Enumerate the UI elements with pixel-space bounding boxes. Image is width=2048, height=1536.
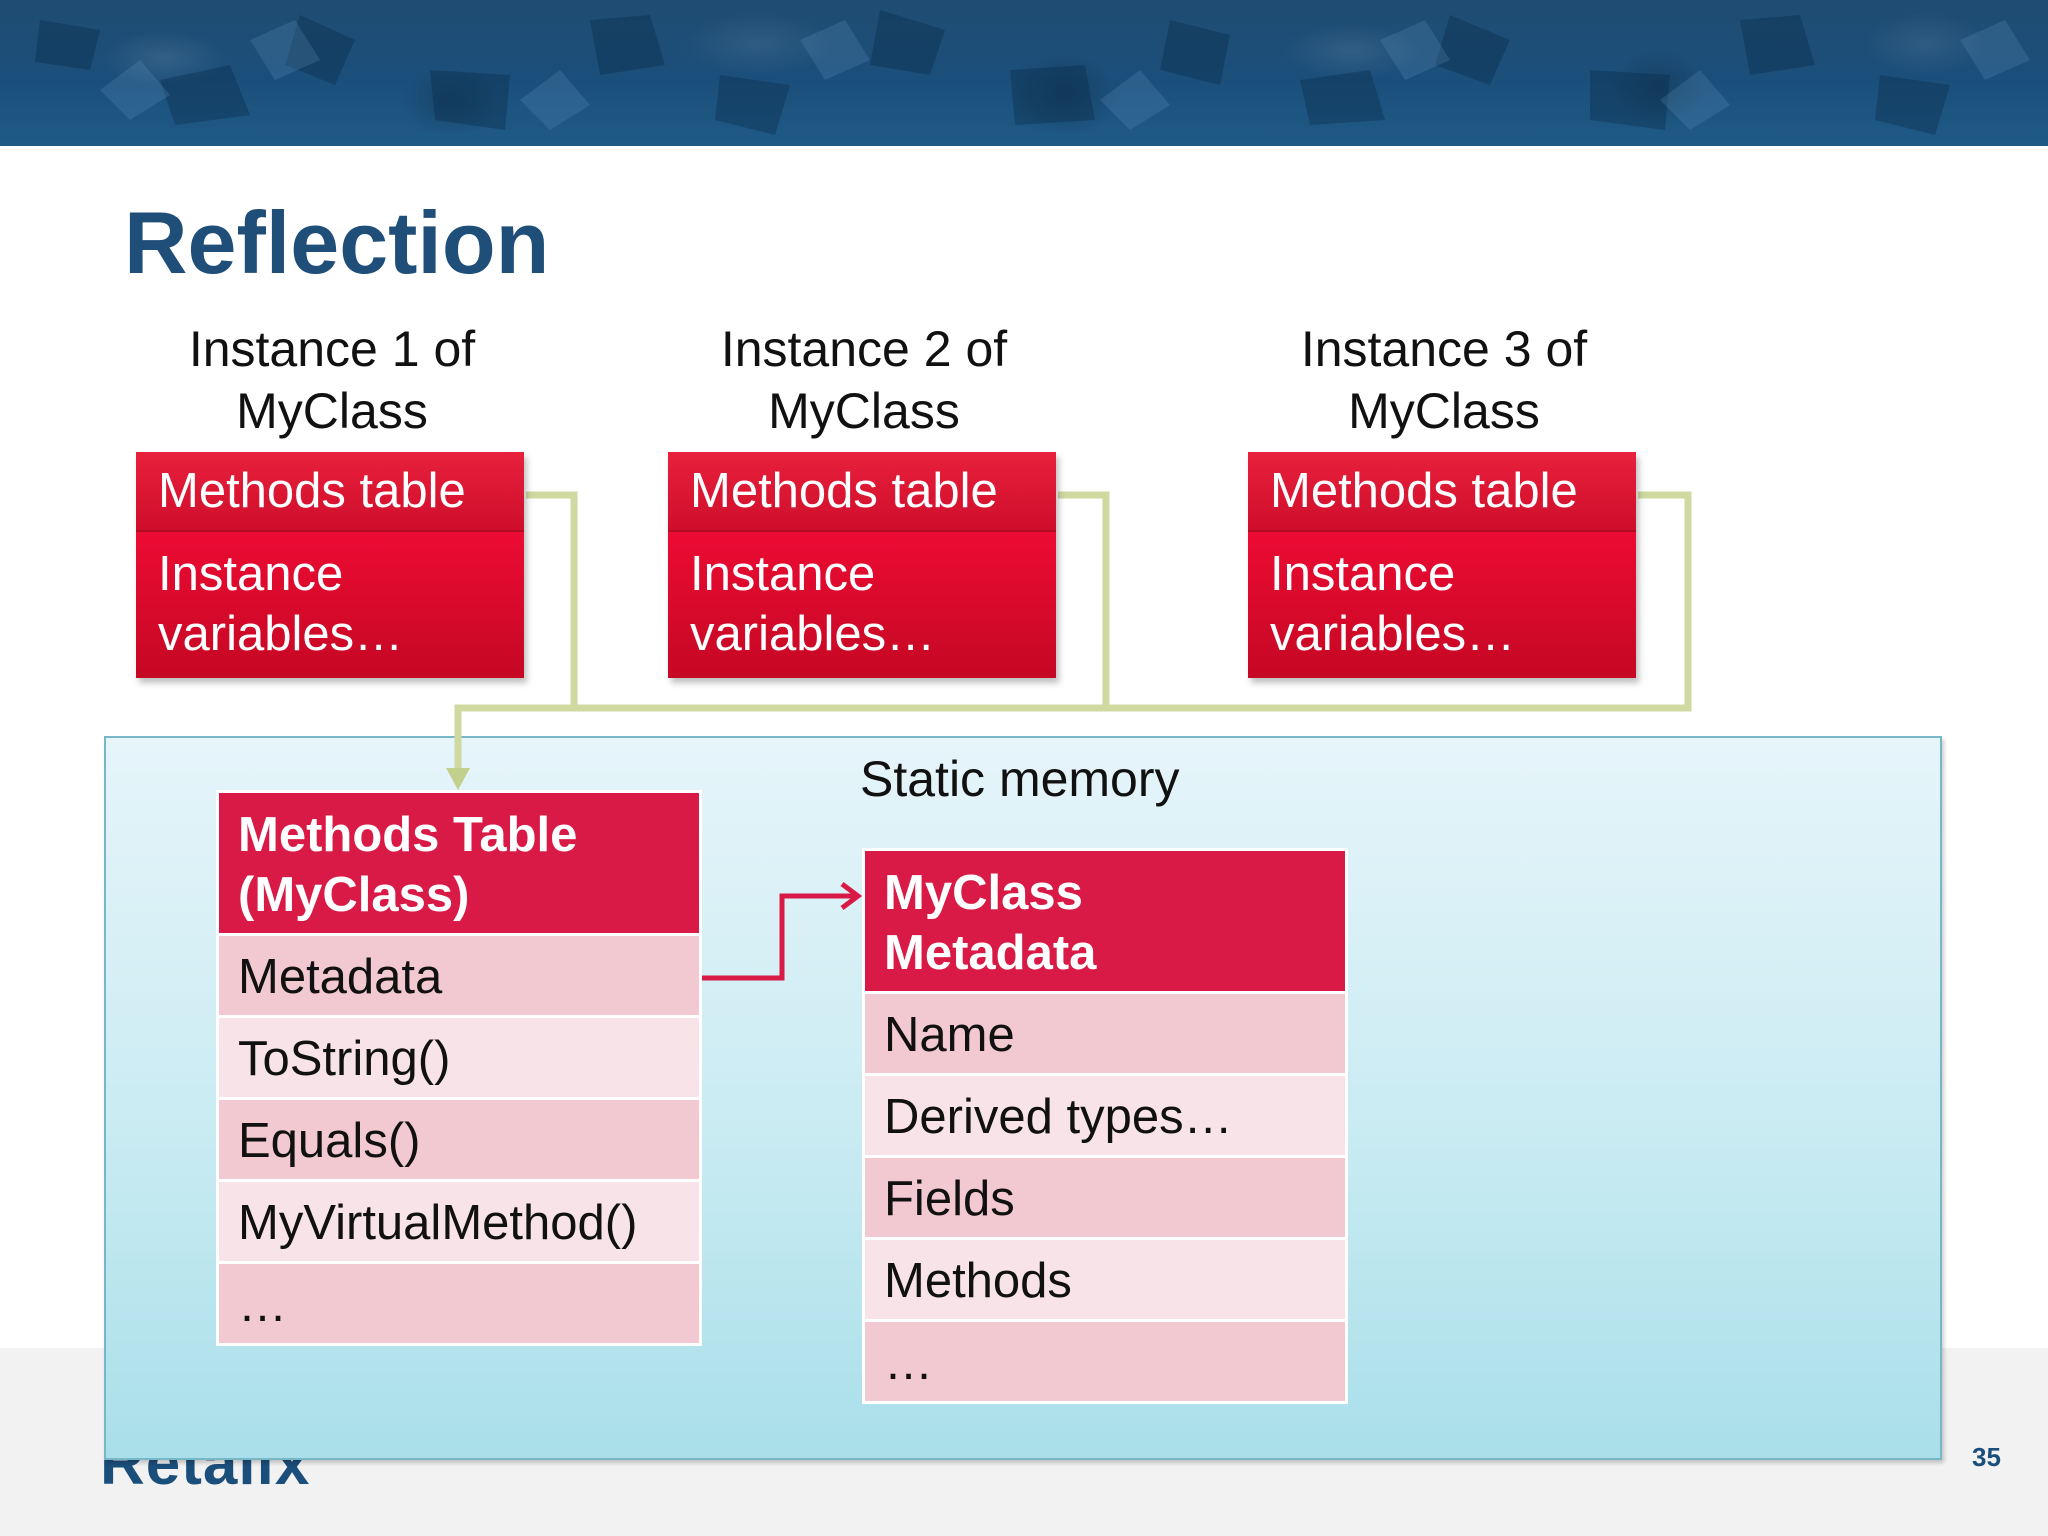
methods-table-header-line2: (MyClass) [238,868,470,922]
methods-table-header-line1: Methods Table [238,808,578,862]
myclass-metadata-table: MyClass Metadata Name Derived types… Fie… [862,848,1348,1404]
static-memory-label: Static memory [860,751,1180,807]
metadata-table-header-line2: Metadata [884,926,1097,980]
instance-1-caption-line1: Instance 1 of [188,321,476,377]
methods-table-header: Methods Table (MyClass) [219,793,699,933]
metadata-table-row: Name [865,991,1345,1073]
methods-table-row: Metadata [219,933,699,1015]
metadata-table-header-line1: MyClass [884,866,1083,920]
instance-1-box: Methods table Instance variables… [136,452,524,678]
instance-2-caption-line2: MyClass [768,383,960,439]
red-connector [702,893,856,981]
instance-1-caption-line2: MyClass [236,383,428,439]
instance-3-methods-table: Methods table [1248,452,1636,532]
metadata-table-row: … [865,1319,1345,1401]
instance-1-variables-line1: Instance [158,547,344,601]
metadata-table-header: MyClass Metadata [865,851,1345,991]
instance-3-variables-line2: variables… [1270,607,1516,661]
methods-table-row: Equals() [219,1097,699,1179]
instance-2-variables-line2: variables… [690,607,936,661]
green-arrow-head [446,768,470,790]
instance-2-caption-line1: Instance 2 of [720,321,1008,377]
instance-2-variables-line1: Instance [690,547,876,601]
instance-1-variables-line2: variables… [158,607,404,661]
instance-2-caption: Instance 2 of MyClass [684,318,1044,442]
instance-3-caption: Instance 3 of MyClass [1264,318,1624,442]
metadata-table-row: Methods [865,1237,1345,1319]
methods-table-row: ToString() [219,1015,699,1097]
instance-3-variables: Instance variables… [1248,532,1636,678]
methods-table-row: … [219,1261,699,1343]
header-banner [0,0,2048,146]
banner-pattern [35,10,2030,135]
methods-table-row: MyVirtualMethod() [219,1179,699,1261]
instance-2-variables: Instance variables… [668,532,1056,678]
instance-1-variables: Instance variables… [136,532,524,678]
slide-title: Reflection [124,193,550,292]
red-arrow-head [840,882,863,910]
instance-1-methods-table: Methods table [136,452,524,532]
metadata-table-row: Fields [865,1155,1345,1237]
instance-2-methods-table: Methods table [668,452,1056,532]
green-connector [454,491,1692,782]
instance-2-box: Methods table Instance variables… [668,452,1056,678]
instance-3-caption-line1: Instance 3 of [1300,321,1588,377]
instance-1-caption: Instance 1 of MyClass [152,318,512,442]
page-number: 35 [1972,1442,2001,1472]
instance-3-box: Methods table Instance variables… [1248,452,1636,678]
instance-3-caption-line2: MyClass [1348,383,1540,439]
methods-table-myclass: Methods Table (MyClass) Metadata ToStrin… [216,790,702,1346]
metadata-table-row: Derived types… [865,1073,1345,1155]
instance-3-variables-line1: Instance [1270,547,1456,601]
